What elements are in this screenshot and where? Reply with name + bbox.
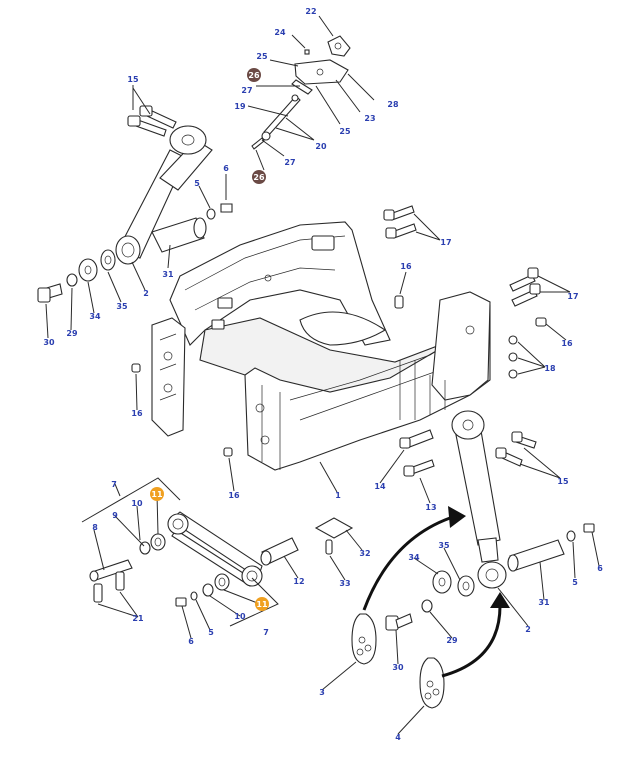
top-bracket-assembly: [251, 35, 351, 150]
callout-18: 18: [544, 364, 556, 373]
callout-34-b: 34: [408, 553, 420, 562]
callout-10-b: 10: [234, 612, 246, 621]
leader-lines: [45, 15, 600, 735]
callout-34: 34: [89, 312, 101, 321]
callout-16: 16: [400, 262, 412, 271]
callout-19: 19: [234, 102, 246, 111]
callout-20: 20: [315, 142, 327, 151]
callout-29-b: 29: [446, 636, 458, 645]
right-hydraulic-cylinder: [385, 410, 595, 631]
sealant-bag-3: [351, 613, 377, 665]
callout-16-d: 16: [228, 491, 240, 500]
callout-6-b: 6: [188, 637, 194, 646]
callout-badge-26-b: [252, 170, 266, 184]
callout-16-b: 16: [561, 339, 573, 348]
callout-31: 31: [162, 270, 174, 279]
callout-27: 27: [241, 86, 252, 95]
callout-11-b: 11: [256, 600, 268, 609]
loose-fasteners: [131, 205, 547, 477]
group-bracket-7: [81, 477, 279, 627]
callout-7-b: 7: [263, 628, 269, 637]
callout-badge-11: [150, 487, 164, 501]
callout-30-b: 30: [392, 663, 404, 672]
callout-13: 13: [425, 503, 436, 512]
callout-25-b: 25: [339, 127, 351, 136]
callout-17-b: 17: [567, 292, 578, 301]
callout-17: 17: [440, 238, 451, 247]
callout-32: 32: [359, 549, 370, 558]
callout-badge-26: [247, 68, 261, 82]
callout-11: 11: [151, 490, 163, 499]
callout-labels: 22 24 25 26 27 19 28 23 25 20 27 26 15 6…: [43, 7, 603, 742]
callout-35-b: 35: [438, 541, 450, 550]
callout-badge-11-b: [255, 597, 269, 611]
callout-29: 29: [66, 329, 78, 338]
main-frame: [151, 221, 491, 471]
callout-1: 1: [335, 491, 341, 500]
callout-28: 28: [387, 100, 399, 109]
callout-14: 14: [374, 482, 386, 491]
callout-2-b: 2: [525, 625, 531, 634]
callout-21: 21: [132, 614, 144, 623]
left-hydraulic-cylinder: [37, 105, 233, 303]
callout-35: 35: [116, 302, 128, 311]
callout-7: 7: [111, 480, 117, 489]
callout-5-c: 5: [572, 578, 578, 587]
callout-9: 9: [112, 511, 118, 520]
callout-16-c: 16: [131, 409, 143, 418]
callout-4: 4: [395, 733, 401, 742]
sealant-bag-4: [419, 657, 445, 709]
callout-26: 26: [248, 71, 260, 80]
callout-2: 2: [143, 289, 149, 298]
application-arrows: [362, 506, 510, 678]
callout-24: 24: [274, 28, 286, 37]
callout-6-c: 6: [597, 564, 603, 573]
callout-15: 15: [127, 75, 139, 84]
arrowhead-icon: [448, 506, 466, 528]
callout-31-b: 31: [538, 598, 550, 607]
callout-30: 30: [43, 338, 55, 347]
callout-12: 12: [293, 577, 304, 586]
callout-10: 10: [131, 499, 143, 508]
callout-3: 3: [319, 688, 325, 697]
callout-33: 33: [339, 579, 350, 588]
callout-27-b: 27: [284, 158, 295, 167]
callout-25: 25: [256, 52, 268, 61]
link-arm-assembly: [89, 511, 354, 607]
callout-26-b: 26: [253, 173, 265, 182]
callout-22: 22: [305, 7, 316, 16]
callout-5: 5: [194, 179, 200, 188]
callout-23: 23: [364, 114, 375, 123]
arrowhead-icon: [490, 592, 510, 608]
callout-6: 6: [223, 164, 229, 173]
callout-8: 8: [92, 523, 98, 532]
callout-5-b: 5: [208, 628, 214, 637]
callout-15-b: 15: [557, 477, 569, 486]
